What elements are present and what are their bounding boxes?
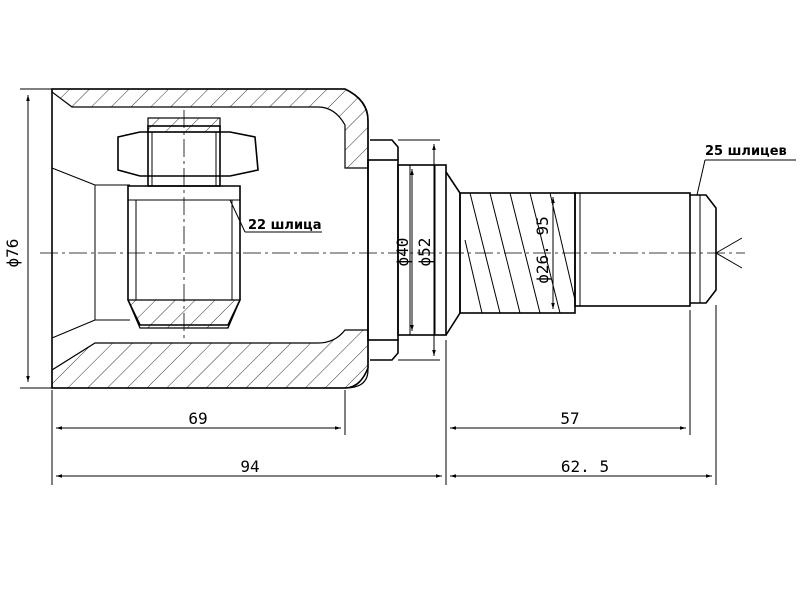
label-shaft-spline-length: 57 bbox=[560, 409, 579, 428]
label-outer-splines: 25 шлицев bbox=[705, 144, 787, 159]
label-shaft-total-length: 62. 5 bbox=[561, 457, 609, 476]
splined-shaft bbox=[445, 171, 743, 336]
dim-housing-diameter bbox=[20, 88, 52, 389]
label-inner-length: 69 bbox=[188, 409, 207, 428]
leader-outer-splines bbox=[696, 159, 706, 196]
tripod-assembly bbox=[117, 110, 259, 340]
label-overall-housing-length: 94 bbox=[240, 457, 259, 476]
label-shaft-diameter: ϕ26. 95 bbox=[533, 216, 552, 283]
label-housing-diameter: ϕ76 bbox=[3, 239, 22, 268]
leader-inner-splines bbox=[229, 199, 246, 233]
label-inner-splines: 22 шлица bbox=[248, 218, 321, 233]
label-seal-diameter: ϕ40 bbox=[393, 238, 412, 267]
label-flange-diameter: ϕ52 bbox=[415, 238, 434, 267]
housing bbox=[51, 88, 369, 389]
